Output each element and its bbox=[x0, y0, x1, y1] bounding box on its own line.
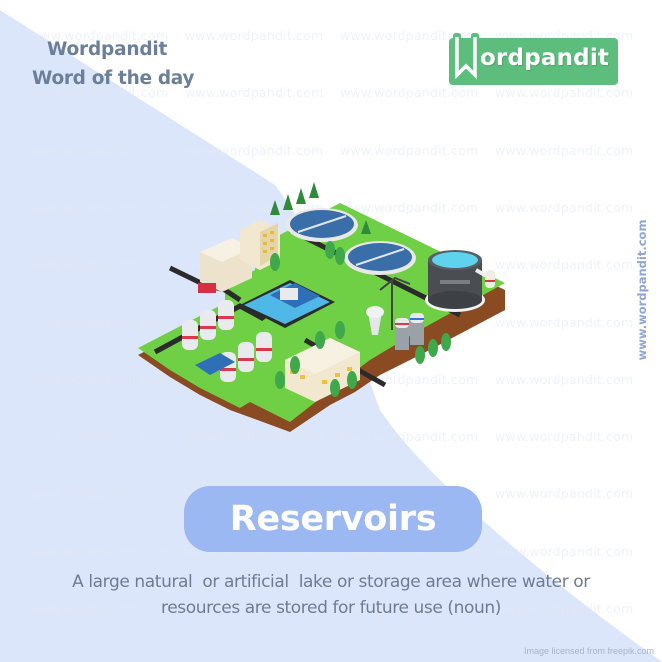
definition-line-2: resources are stored for future use (nou… bbox=[160, 598, 502, 618]
definition-line-1: A large natural or artificial lake or st… bbox=[72, 572, 590, 592]
side-url: www.wordpandit.com bbox=[635, 219, 649, 361]
brand-subtitle: Word of the day bbox=[32, 68, 195, 89]
logo-text: ordpandit bbox=[480, 45, 610, 71]
brand-title: Wordpandit bbox=[47, 39, 168, 60]
definition: A large natural or artificial lake or st… bbox=[20, 569, 642, 621]
image-credit: Image licensed from freepik.com bbox=[524, 646, 655, 656]
word-title: Reservoirs bbox=[229, 499, 437, 539]
water-treatment-plant-illustration bbox=[138, 182, 505, 432]
bookmark-w-icon bbox=[453, 33, 479, 81]
wordpandit-logo[interactable]: ordpandit bbox=[449, 33, 618, 85]
word-pill: Reservoirs bbox=[184, 486, 482, 552]
